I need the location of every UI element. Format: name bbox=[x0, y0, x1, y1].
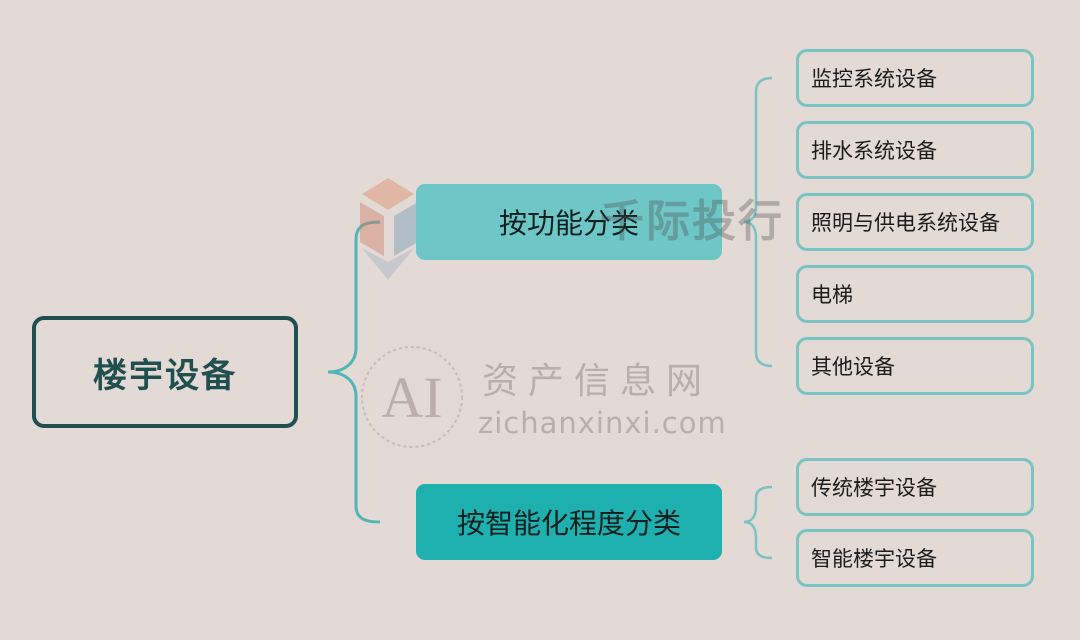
leaf-label: 智能楼宇设备 bbox=[811, 547, 937, 571]
leaf-label: 照明与供电系统设备 bbox=[811, 211, 1000, 235]
brand-watermark-text: 千际投行 bbox=[600, 196, 784, 247]
leaf-label: 其他设备 bbox=[811, 355, 895, 379]
leaf-label: 传统楼宇设备 bbox=[811, 476, 937, 500]
root-node: 楼宇设备 bbox=[32, 316, 298, 428]
leaf-node: 照明与供电系统设备 bbox=[796, 193, 1034, 251]
leaf-node: 排水系统设备 bbox=[796, 121, 1034, 179]
category-by-intelligence: 按智能化程度分类 bbox=[416, 484, 722, 560]
leaf-node: 电梯 bbox=[796, 265, 1034, 323]
category-label: 按智能化程度分类 bbox=[456, 507, 681, 540]
leaf-node: 其他设备 bbox=[796, 337, 1034, 395]
brand-logo-icon bbox=[360, 178, 418, 280]
leaf-node: 智能楼宇设备 bbox=[796, 529, 1034, 587]
leaf-label: 监控系统设备 bbox=[811, 67, 937, 91]
site-watermark-cn: 资产信息网 bbox=[482, 361, 713, 402]
site-watermark-url: zichanxinxi.com bbox=[478, 406, 727, 440]
root-label: 楼宇设备 bbox=[93, 355, 237, 396]
leaf-label: 排水系统设备 bbox=[811, 139, 937, 163]
category-label: 按功能分类 bbox=[498, 207, 639, 240]
category-by-function: 按功能分类 bbox=[416, 184, 722, 260]
leaf-node: 传统楼宇设备 bbox=[796, 458, 1034, 516]
ai-seal-letters: AI bbox=[381, 365, 442, 430]
leaf-node: 监控系统设备 bbox=[796, 49, 1034, 107]
leaf-label: 电梯 bbox=[811, 283, 853, 307]
ai-seal-icon: AI bbox=[361, 346, 463, 448]
